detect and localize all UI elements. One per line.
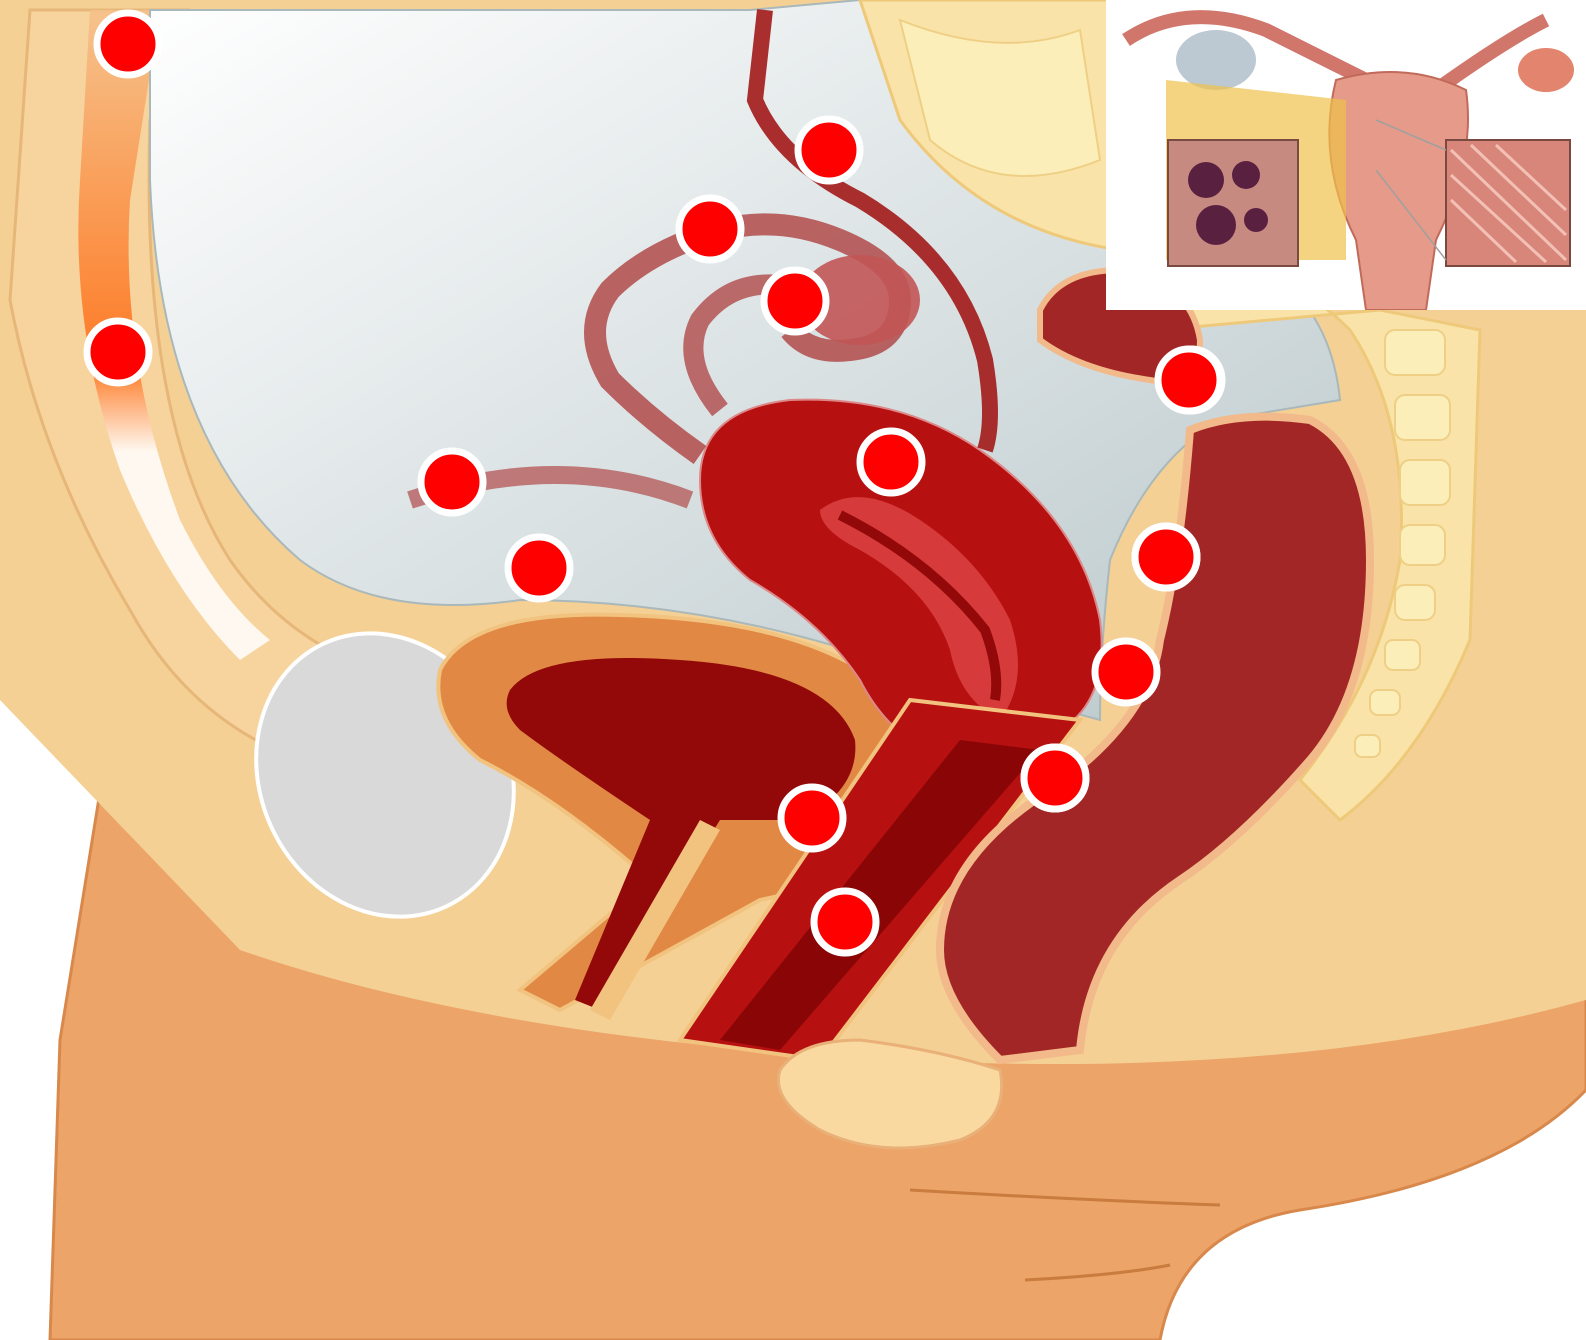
lesion-marker: [421, 451, 483, 513]
lesion-marker: [814, 891, 876, 953]
uterus-ovaries-inset: [1106, 0, 1586, 310]
inset-illustration: [1106, 0, 1586, 310]
inset-ovary-right: [1518, 48, 1574, 92]
lesion-marker: [860, 431, 922, 493]
lesion-marker: [508, 537, 570, 599]
lesion-marker: [1095, 641, 1157, 703]
lesion-marker: [87, 321, 149, 383]
lesion-marker: [97, 13, 159, 75]
lesion-marker: [679, 198, 741, 260]
lesion-marker: [1158, 349, 1220, 411]
lesion-marker: [1135, 526, 1197, 588]
lesion-marker: [764, 270, 826, 332]
lesion-marker: [1024, 747, 1086, 809]
lesion-marker: [798, 119, 860, 181]
lesion-marker: [781, 787, 843, 849]
inset-ovary-left: [1176, 30, 1256, 90]
inset-cells-closeup: [1168, 140, 1298, 266]
